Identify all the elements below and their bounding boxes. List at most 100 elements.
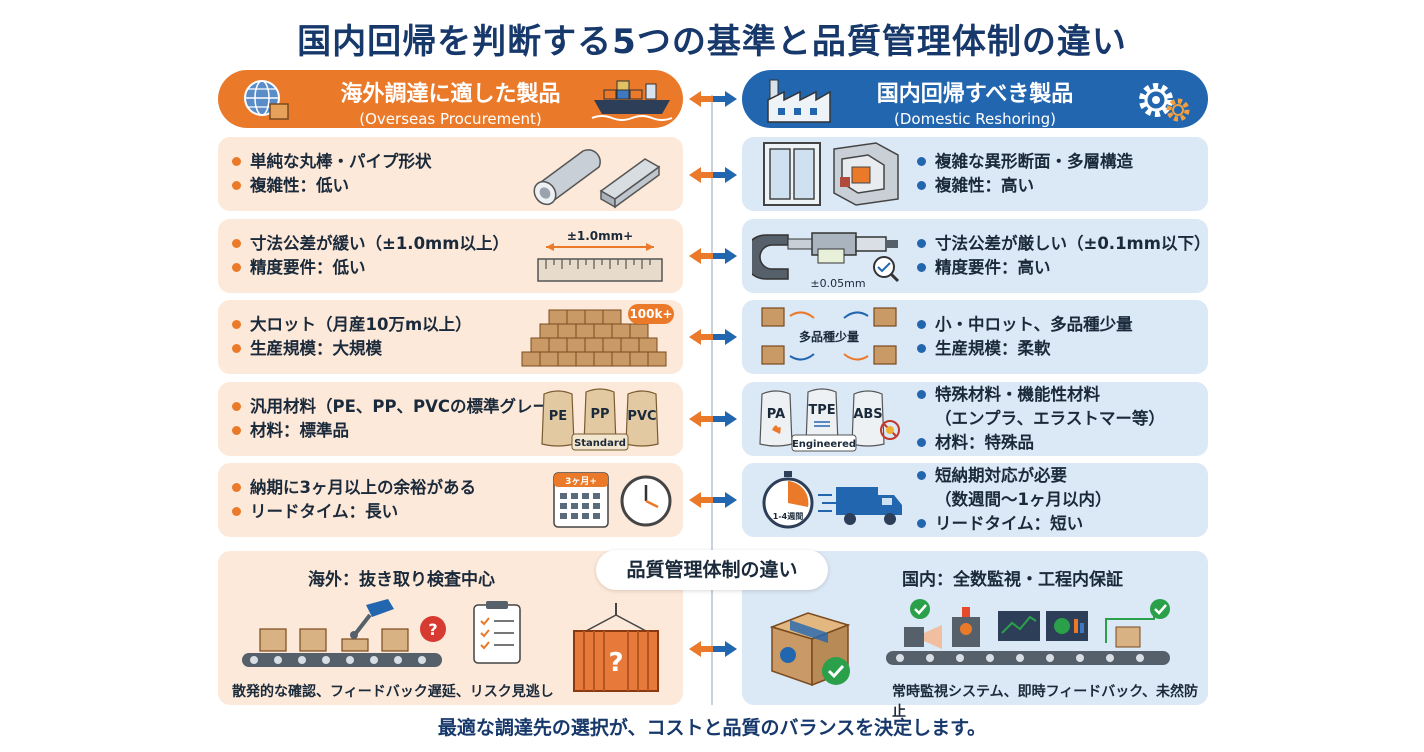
- overseas-quality-caption: 散発的な確認、フィードバック遅延、リスク見逃し: [232, 684, 554, 700]
- high-mix-label: 多品種少量: [799, 329, 859, 344]
- domestic-header: 国内回帰すべき製品 (Domestic Reshoring): [742, 70, 1208, 128]
- row3-overseas-card: 大ロット（月産10万m以上） 生産規模：大規模 100k+: [218, 300, 683, 374]
- checklist-clipboard-icon: [473, 601, 521, 664]
- wind-icon: [814, 421, 830, 427]
- station-check-icon: [910, 599, 930, 619]
- gear-icon: [1139, 83, 1190, 122]
- row3-domestic-bullet-2: 生産規模：柔軟: [935, 339, 1051, 358]
- domestic-header-subtitle: (Domestic Reshoring): [894, 110, 1056, 128]
- row5-compare-arrow: [689, 492, 737, 508]
- row2-overseas-bullet-1: 寸法公差が緩い（±1.0mm以上）: [250, 234, 509, 253]
- row3-overseas-bullet-1: 大ロット（月産10万m以上）: [250, 315, 472, 334]
- conveyor-belt: [242, 653, 442, 667]
- bag-label-tpe: TPE: [808, 403, 835, 418]
- row4-overseas-bullet-2: 材料：標準品: [250, 421, 349, 440]
- certified-box-icon: [769, 612, 851, 687]
- flame-icon: [772, 425, 781, 434]
- bag-label-pa: PA: [767, 407, 785, 422]
- row2-overseas-card: 寸法公差が緩い（±1.0mm以上） 精度要件：低い ±1.0mm+: [218, 219, 683, 293]
- engineered-tag: Engineered: [792, 439, 856, 450]
- standard-tag: Standard: [574, 438, 626, 449]
- bag-label-abs: ABS: [853, 407, 882, 422]
- factory-icon: [767, 79, 831, 123]
- engineered-material-bags-icon: PA TPE ABS Engineered: [759, 388, 900, 452]
- stopwatch-truck-icon: 1-4週間: [762, 471, 902, 529]
- row3-overseas-bullet-2: 生産規模：大規模: [250, 339, 382, 358]
- lot-size-badge: 100k+: [629, 307, 672, 321]
- overseas-header: 海外調達に適した製品 (Overseas Procurement): [218, 70, 683, 128]
- row3-domestic-bullet-1: 小・中ロット、多品種少量: [935, 315, 1133, 334]
- check-circle-icon: [822, 657, 850, 685]
- center-divider: [711, 95, 713, 705]
- bag-label-pp: PP: [590, 407, 609, 422]
- domestic-header-title: 国内回帰すべき製品: [876, 82, 1074, 107]
- row5-domestic-bullet-1: 短納期対応が必要: [935, 466, 1067, 485]
- ruler-icon: ±1.0mm+: [537, 229, 663, 282]
- row2-overseas-bullet-2: 精度要件：低い: [250, 258, 366, 277]
- overseas-header-subtitle: (Overseas Procurement): [359, 110, 542, 128]
- overseas-header-title: 海外調達に適した製品: [340, 82, 561, 107]
- row1-domestic-card: 複雑な異形断面・多層構造 複雑性：高い: [742, 137, 1208, 211]
- monitor-chart-icon: [998, 611, 1040, 641]
- robot-arm-icon: [366, 599, 394, 617]
- row5-overseas-card: 納期に3ヶ月以上の余裕がある リードタイム：長い 3ヶ月+: [218, 463, 683, 537]
- sensor-icon: [904, 627, 924, 647]
- standard-material-bags-icon: PE PP PVC Standard: [541, 388, 659, 451]
- row2-domestic-bullet-2: 精度要件：高い: [935, 258, 1051, 277]
- micrometer-tolerance-label: ±0.05mm: [810, 277, 865, 290]
- row5-overseas-bullet-1: 納期に3ヶ月以上の余裕がある: [250, 478, 476, 497]
- quality-system-label: 品質管理体制の違い: [596, 550, 828, 590]
- domestic-quality-caption: 常時監視システム、即時フィードバック、未然防止: [892, 684, 1199, 720]
- page-title: 国内回帰を判断する5つの基準と品質管理体制の違い: [297, 22, 1127, 62]
- row5-domestic-bullet-1-cont: （数週間〜1ヶ月以内）: [935, 490, 1112, 509]
- domestic-quality-panel: 国内：全数監視・工程内保証 常時監視システム、即時フィードバック、未然防止: [742, 551, 1208, 720]
- footer-summary: 最適な調達先の選択が、コストと品質のバランスを決定します。: [437, 717, 987, 739]
- row4-overseas-bullet-1: 汎用材料（PE、PP、PVCの標準グレード）: [250, 397, 583, 416]
- row1-domestic-bullet-2: 複雑性：高い: [935, 176, 1034, 195]
- domestic-quality-heading: 国内：全数監視・工程内保証: [902, 570, 1123, 590]
- row4-overseas-card: 汎用材料（PE、PP、PVCの標準グレード） 材料：標準品 PE PP PVC …: [218, 382, 683, 456]
- bag-label-pe: PE: [549, 409, 567, 424]
- profile-window-icon: [763, 142, 899, 206]
- row1-overseas-bullet-2: 複雑性：低い: [250, 176, 349, 195]
- stacked-boxes-icon: 100k+: [521, 304, 674, 367]
- row3-compare-arrow: [689, 329, 737, 345]
- row4-domestic-bullet-2: 材料：特殊品: [935, 433, 1034, 452]
- row2-domestic-bullet-1: 寸法公差が厳しい（±0.1mm以下）: [935, 234, 1211, 253]
- ruler-tolerance-label: ±1.0mm+: [567, 229, 633, 243]
- row2-compare-arrow: [689, 248, 737, 264]
- high-mix-boxes-icon: 多品種少量: [761, 307, 897, 365]
- quality-seal-icon: [780, 647, 796, 663]
- row4-compare-arrow: [689, 411, 737, 427]
- shipping-container-icon: ?: [573, 603, 659, 692]
- calendar-label: 3ヶ月+: [565, 476, 597, 487]
- no-sun-icon: [880, 420, 900, 440]
- row5-overseas-bullet-2: リードタイム：長い: [250, 502, 399, 521]
- row5-domestic-bullet-2: リードタイム：短い: [935, 514, 1084, 533]
- bag-label-pvc: PVC: [627, 409, 656, 424]
- row1-overseas-card: 単純な丸棒・パイプ形状 複雑性：低い: [218, 137, 683, 211]
- output-check-icon: [1150, 599, 1170, 619]
- truck-icon: [836, 487, 878, 515]
- sampling-conveyor-icon: ?: [242, 599, 446, 667]
- overseas-question-mark: ?: [428, 620, 437, 639]
- stopwatch-label: 1-4週間: [773, 512, 803, 521]
- overseas-quality-heading: 海外：抜き取り検査中心: [308, 570, 495, 590]
- row1-compare-arrow: [689, 167, 737, 183]
- row3-domestic-card: 多品種少量 小・中ロット、多品種少量 生産規模：柔軟: [742, 300, 1208, 374]
- container-question-mark: ?: [608, 648, 623, 678]
- row1-overseas-bullet-1: 単純な丸棒・パイプ形状: [250, 152, 432, 171]
- quality-compare-arrow: [689, 641, 737, 657]
- overseas-quality-panel: 海外：抜き取り検査中心 ? ? 散発的な確認、フィードバック遅延、リスク見逃し: [218, 551, 683, 705]
- warning-question-icon: [420, 616, 446, 642]
- round-bar-pipe-icon: [533, 149, 661, 209]
- domestic-conveyor-belt: [886, 651, 1170, 665]
- header-compare-arrow: [689, 91, 737, 107]
- globe-box-icon: [244, 80, 289, 120]
- row4-domestic-card: PA TPE ABS Engineered 特殊材料・機能性材料 （エンプラ、エ…: [742, 382, 1208, 456]
- monitoring-conveyor-icon: [886, 599, 1170, 665]
- row1-domestic-bullet-1: 複雑な異形断面・多層構造: [935, 152, 1133, 171]
- row5-domestic-card: 1-4週間 短納期対応が必要 （数週間〜1ヶ月以内） リードタイム：短い: [742, 463, 1208, 537]
- row4-domestic-bullet-1-cont: （エンプラ、エラストマー等）: [935, 409, 1165, 428]
- calendar-clock-icon: 3ヶ月+: [553, 472, 672, 528]
